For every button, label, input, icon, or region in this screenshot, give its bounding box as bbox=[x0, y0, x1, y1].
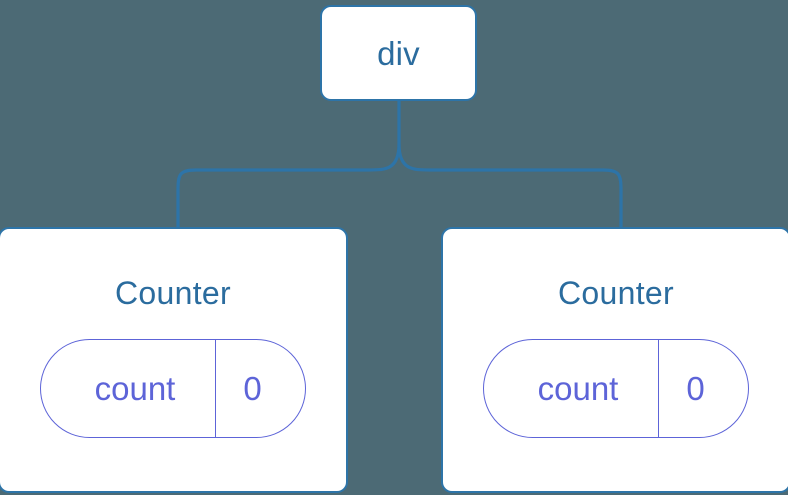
state-pill-right[interactable]: count 0 bbox=[483, 339, 749, 438]
node-title-counter-left: Counter bbox=[115, 275, 231, 311]
state-value-right: 0 bbox=[659, 340, 748, 437]
state-key-label-left: count bbox=[94, 370, 176, 407]
node-title-counter-right: Counter bbox=[558, 275, 674, 311]
state-key-left: count bbox=[41, 340, 216, 437]
node-title-div: div bbox=[377, 34, 420, 72]
state-pill-left[interactable]: count 0 bbox=[40, 339, 306, 438]
state-key-right: count bbox=[484, 340, 659, 437]
state-key-label-right: count bbox=[537, 370, 619, 407]
node-counter-left[interactable]: Counter count 0 bbox=[0, 227, 348, 493]
state-value-left: 0 bbox=[216, 340, 305, 437]
state-value-label-left: 0 bbox=[243, 370, 262, 407]
connector-branch-left bbox=[176, 143, 401, 228]
state-value-label-right: 0 bbox=[686, 370, 705, 407]
node-div[interactable]: div bbox=[320, 5, 477, 101]
connector-branch-right bbox=[397, 143, 623, 228]
node-counter-right[interactable]: Counter count 0 bbox=[441, 227, 788, 493]
